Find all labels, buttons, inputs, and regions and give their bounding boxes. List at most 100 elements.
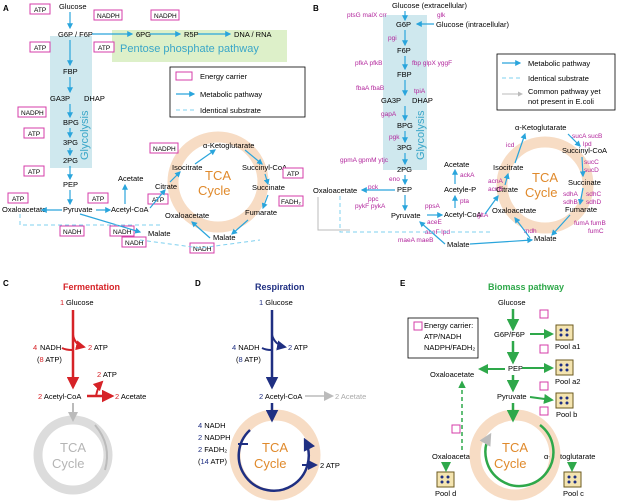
3pg: 3PG (63, 138, 78, 147)
acetate-d: 2 Acetate (335, 392, 366, 401)
nadph-text: NADPH (21, 110, 44, 117)
ppp-label: Pentose phosphate pathway (120, 43, 259, 55)
malate: Malate (213, 233, 236, 242)
fadh2-text: FADH₂ (281, 199, 301, 206)
legend-e: Energy carrier: ATP/NADH NADPH/FADH₂ (407, 317, 479, 359)
akg-e: α-Ketoglutarate (544, 452, 595, 461)
nadh-box (59, 225, 85, 237)
tca-label-b1: TCA (532, 170, 558, 185)
g6p-f6p: G6P / F6P (58, 30, 93, 39)
tca-loop-e (479, 424, 555, 488)
legend-b: Metabolic pathway Identical substrate Co… (496, 53, 616, 111)
pep-e: PEP (508, 364, 523, 373)
tca-ring (167, 131, 269, 233)
nadh-d2: 4 NADH (198, 421, 226, 430)
nadh-box (121, 236, 147, 248)
energy-mark (539, 381, 549, 391)
oxaloacetate-e: Oxaloacetate (430, 370, 474, 379)
tca-e-2: Cycle (494, 456, 527, 471)
legend-identical: Identical substrate (200, 106, 261, 115)
nadh-d: 4 NADH (232, 343, 260, 352)
ga3p-b: GA3P (381, 96, 401, 105)
gene-pgk: pgk (389, 134, 400, 141)
gene-pta: pta (460, 198, 469, 205)
nadh-text: NADH (113, 229, 132, 236)
atp2-c: 2 ATP (88, 343, 108, 352)
gene-suca: sucA sucB (572, 133, 602, 140)
gene-gapa: gapA (381, 111, 397, 118)
gene-mdh: mdh (524, 228, 537, 235)
gene-ppc: ppc (368, 196, 379, 203)
2pg-b: 2PG (397, 165, 412, 174)
legend-b-metabolic: Metabolic pathway (528, 59, 590, 68)
pool-d-label: Pool d (435, 489, 456, 498)
legend-metabolic: Metabolic pathway (200, 90, 262, 99)
3pg-b: 3PG (397, 143, 412, 152)
gene-tpia: tpiA (414, 88, 426, 95)
nadh-text: NADH (193, 246, 212, 253)
glucose-d: 1 Glucose (259, 298, 293, 307)
glucose-ext: Glucose (extracellular) (392, 1, 468, 10)
gene-acee: aceE (427, 219, 442, 226)
atp-box (282, 167, 304, 179)
legend-e-line1: Energy carrier: (424, 321, 473, 330)
gene-fum: fumA fumB (574, 220, 606, 227)
tca-c-1: TCA (60, 440, 86, 455)
legend-energy: Energy carrier (200, 72, 248, 81)
bpg: BPG (63, 118, 79, 127)
atp-text: ATP (287, 171, 299, 178)
pool-a1-label: Pool a1 (555, 342, 580, 351)
atp-text: ATP (12, 196, 24, 203)
isocitrate: Isocitrate (172, 163, 202, 172)
fadh2-d: 2 FADH₂ (198, 445, 227, 454)
isocitrate-b: Isocitrate (493, 163, 523, 172)
gene-glta: gltA (477, 212, 489, 219)
energy-mark (539, 406, 549, 416)
nadph-text: NADPH (154, 13, 177, 20)
pool-a2: Pool a2 (555, 359, 580, 386)
nadph-text: NADPH (153, 146, 176, 153)
atp2-d: 2 ATP (288, 343, 308, 352)
succinate: Succinate (252, 183, 285, 192)
oxaloacetate-tca-e: Oxaloacetate (432, 452, 476, 461)
tca-label-b2: Cycle (525, 185, 558, 200)
atp-box (23, 165, 45, 177)
glucose-int: Glucose (intracellular) (436, 20, 509, 29)
citrate: Citrate (155, 182, 177, 191)
tca-atp-d: 2 ATP (320, 461, 340, 470)
biomass-arrows (441, 309, 577, 472)
acetate: Acetate (118, 174, 143, 183)
gene-acka: ackA (460, 172, 475, 179)
gene-ppsa: ppsA (425, 203, 440, 210)
energy-mark (539, 309, 549, 319)
acetyl-coa-b: Acetyl-CoA (444, 210, 482, 219)
pool-c: Pool c (563, 471, 584, 498)
nadh-text: NADH (63, 229, 82, 236)
legend-a: Energy carrier Metabolic pathway Identic… (169, 66, 306, 118)
atp-text: ATP (28, 131, 40, 138)
gene-pfk: pfkA pfkB (355, 60, 382, 67)
gene-icd: icd (506, 142, 515, 149)
malate-2: Malate (148, 229, 171, 238)
acetyl-coa-c: 2 Acetyl-CoA (38, 392, 81, 401)
acetyl-coa: Acetyl-CoA (111, 205, 149, 214)
oxaloacetate-b: Oxaloacetate (313, 186, 357, 195)
pyruvate-e: Pyruvate (497, 392, 527, 401)
legend-e-line2: ATP/NADH (424, 332, 461, 341)
tca-c-2: Cycle (52, 456, 85, 471)
gene-pck: pck (368, 184, 379, 191)
tca-ring-b (496, 136, 594, 234)
gene-succ: sucC (584, 159, 599, 166)
succinyl-coa: Succinyl-CoA (242, 163, 287, 172)
atp2b-c: 2 ATP (97, 370, 117, 379)
gene-sdhc: sdhC (586, 191, 601, 198)
atp14-d: (14 ATP) (198, 457, 228, 466)
glucose-c: Glucose (66, 298, 94, 307)
pathway-arrows-a (19, 12, 270, 249)
atp8-c: (8 ATP) (37, 355, 62, 364)
panel-b-label: B (313, 4, 319, 13)
ppp-band (112, 30, 287, 62)
atp-box (7, 192, 29, 204)
pool-b: Pool b (555, 392, 577, 419)
malate-b2: Malate (447, 240, 470, 249)
